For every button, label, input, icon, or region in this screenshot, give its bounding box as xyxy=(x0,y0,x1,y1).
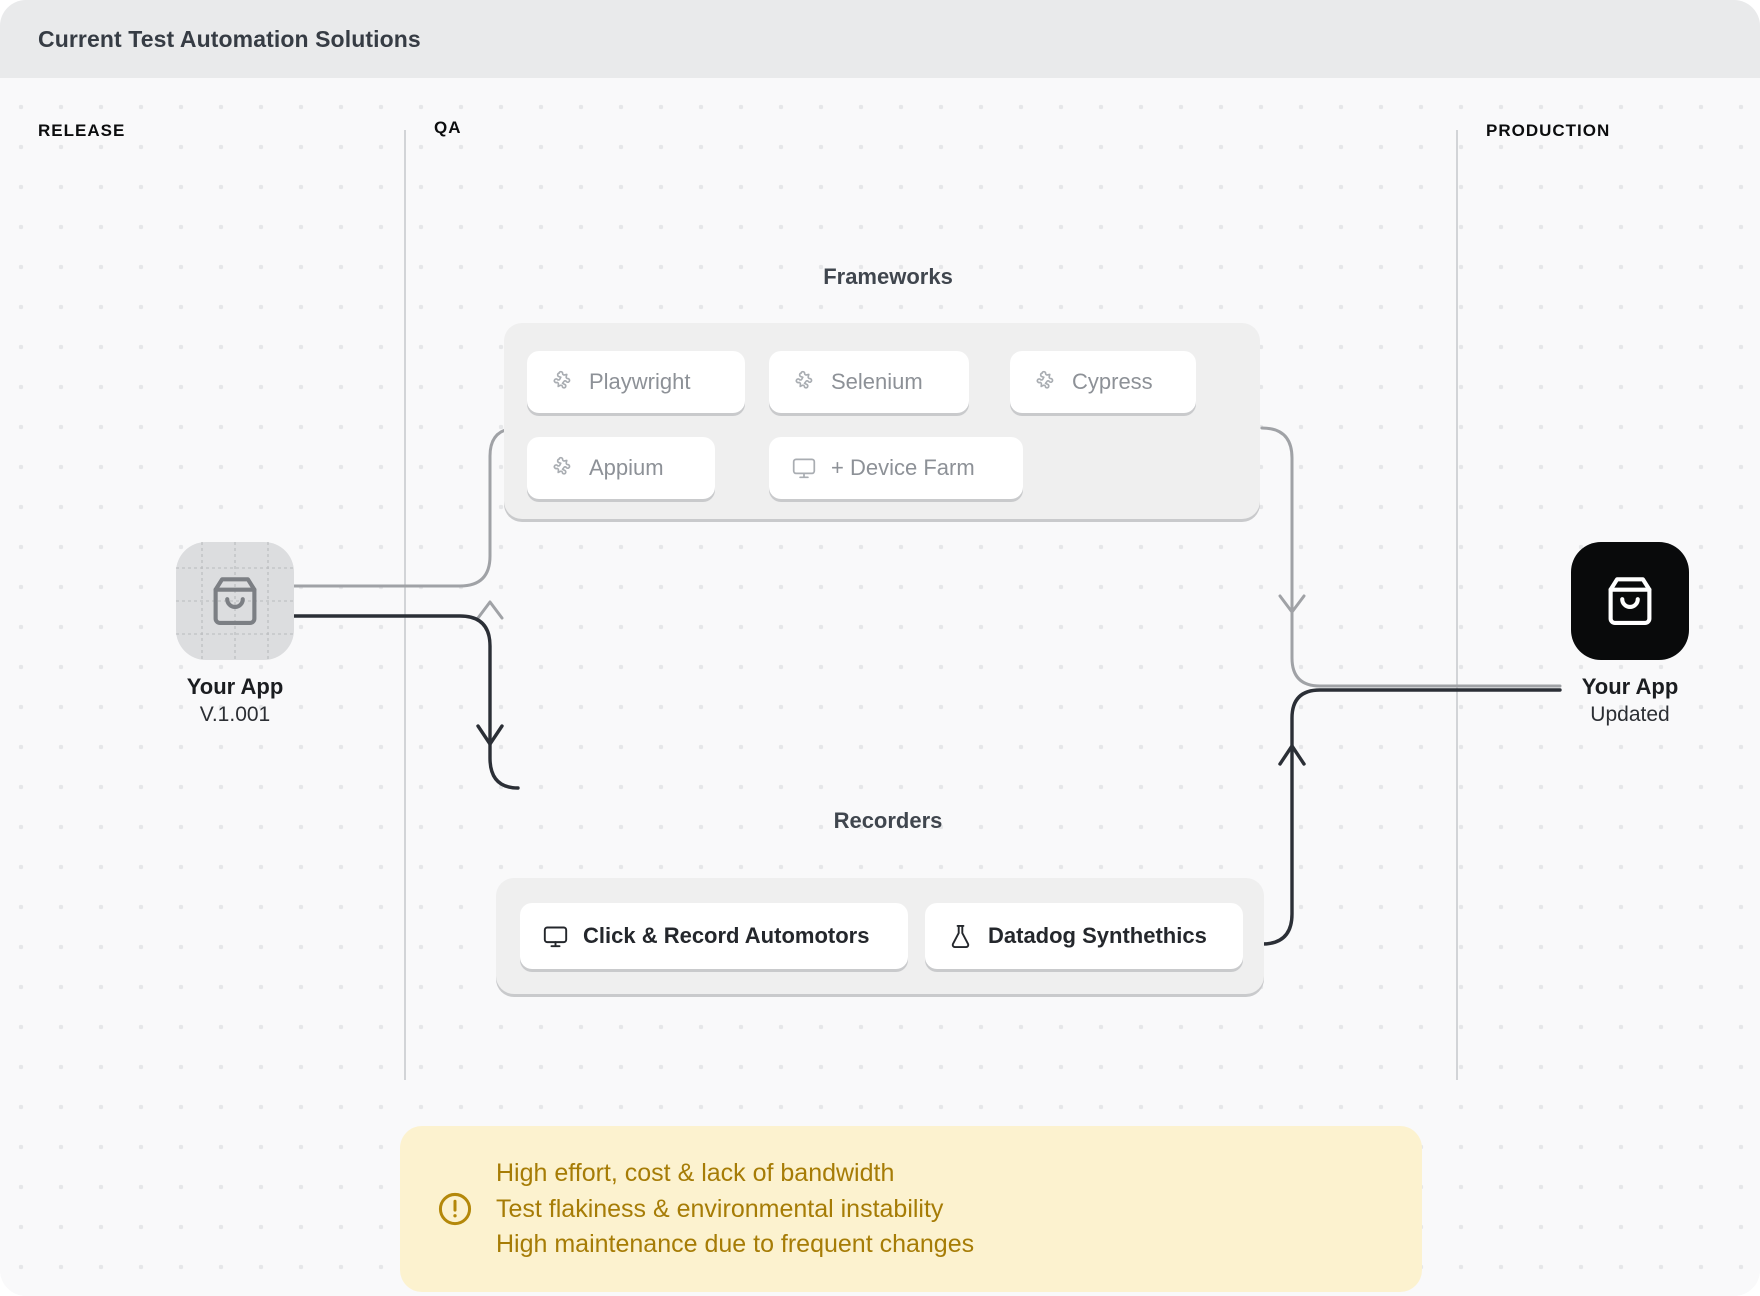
framework-chip-device-farm[interactable]: + Device Farm xyxy=(769,437,1023,499)
chip-label: Datadog Synthethics xyxy=(988,923,1207,948)
arrowhead-up-production-dark xyxy=(1278,744,1306,766)
alignment-guides-icon xyxy=(176,542,294,660)
connector-wires xyxy=(270,426,1562,946)
app-version: V.1.001 xyxy=(199,703,271,726)
recorder-chip-click-and-record[interactable]: Click & Record Automotors xyxy=(520,903,908,969)
app-name: Your App xyxy=(1581,674,1679,699)
lane-divider-release-qa xyxy=(404,130,406,1080)
diagram-canvas: RELEASE QA PRODUCTION Framework xyxy=(0,78,1760,1296)
arrowhead-down-production-gray xyxy=(1278,594,1306,614)
puzzle-icon xyxy=(549,455,575,481)
node-your-app-source[interactable]: Your App V.1.001 xyxy=(145,542,325,727)
puzzle-icon xyxy=(1032,369,1058,395)
chip-label: Cypress xyxy=(1072,369,1153,394)
recorder-chip-datadog-synthethics[interactable]: Datadog Synthethics xyxy=(925,903,1243,969)
flask-icon xyxy=(947,923,974,950)
callout-line-2: Test flakiness & environmental instabili… xyxy=(496,1194,944,1223)
chip-label: Click & Record Automotors xyxy=(583,923,870,948)
page-title: Current Test Automation Solutions xyxy=(38,25,421,52)
shopping-bag-icon xyxy=(213,577,257,626)
framework-chip-appium[interactable]: Appium xyxy=(527,437,715,499)
window-titlebar: Current Test Automation Solutions xyxy=(0,0,1760,78)
app-status: Updated xyxy=(1590,703,1670,726)
lane-label-production: PRODUCTION xyxy=(1486,121,1611,140)
group-title-recorders: Recorders xyxy=(833,808,943,833)
chip-label: Appium xyxy=(589,455,664,480)
puzzle-icon xyxy=(549,369,575,395)
chip-label: + Device Farm xyxy=(831,455,975,480)
callout-line-3: High maintenance due to frequent changes xyxy=(496,1230,975,1259)
framework-chip-playwright[interactable]: Playwright xyxy=(527,351,745,413)
lane-label-qa: QA xyxy=(434,118,462,137)
app-name: Your App xyxy=(186,674,284,699)
shopping-bag-icon xyxy=(1608,577,1652,626)
callout-lines: High effort, cost & lack of bandwidth Te… xyxy=(496,1157,974,1261)
chip-label: Playwright xyxy=(589,369,691,394)
monitor-icon xyxy=(791,455,817,481)
node-your-app-target[interactable]: Your App Updated xyxy=(1540,542,1720,727)
chip-label: Selenium xyxy=(831,369,923,394)
puzzle-icon xyxy=(791,369,817,395)
group-title-frameworks: Frameworks xyxy=(823,264,953,289)
framework-chip-selenium[interactable]: Selenium xyxy=(769,351,969,413)
app-tile-ghost xyxy=(176,542,294,660)
framework-chip-cypress[interactable]: Cypress xyxy=(1010,351,1196,413)
arrowhead-up-frameworks xyxy=(476,600,504,620)
callout-line-1: High effort, cost & lack of bandwidth xyxy=(496,1159,895,1188)
lane-divider-qa-production xyxy=(1456,130,1458,1080)
lane-label-release: RELEASE xyxy=(38,121,126,140)
monitor-icon xyxy=(542,923,569,950)
app-tile-solid xyxy=(1571,542,1689,660)
warning-callout: High effort, cost & lack of bandwidth Te… xyxy=(400,1126,1422,1292)
alert-circle-icon xyxy=(436,1190,474,1228)
arrowhead-down-recorders xyxy=(476,724,504,746)
